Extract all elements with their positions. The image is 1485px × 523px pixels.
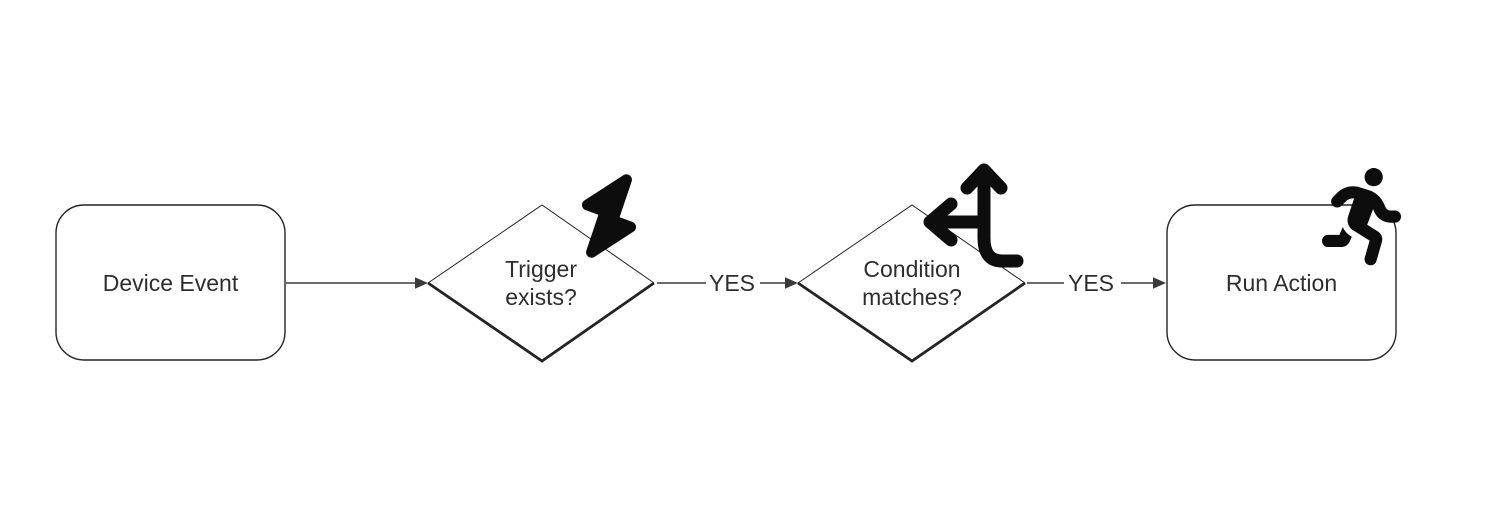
arrowhead-icon: [1153, 277, 1166, 289]
node-condition-matches: [797, 204, 1026, 363]
edge-device-event-to-trigger: [286, 277, 428, 289]
lightning-bolt-icon: [581, 174, 637, 258]
directions-split-arrows-icon: [923, 163, 1024, 268]
arrowhead-icon: [785, 277, 798, 289]
arrowhead-icon: [415, 277, 428, 289]
edge-trigger-to-condition: [657, 277, 798, 289]
running-person-icon: [1322, 168, 1402, 266]
node-device-event: [55, 204, 286, 361]
edge-condition-to-run-action: [1027, 277, 1166, 289]
